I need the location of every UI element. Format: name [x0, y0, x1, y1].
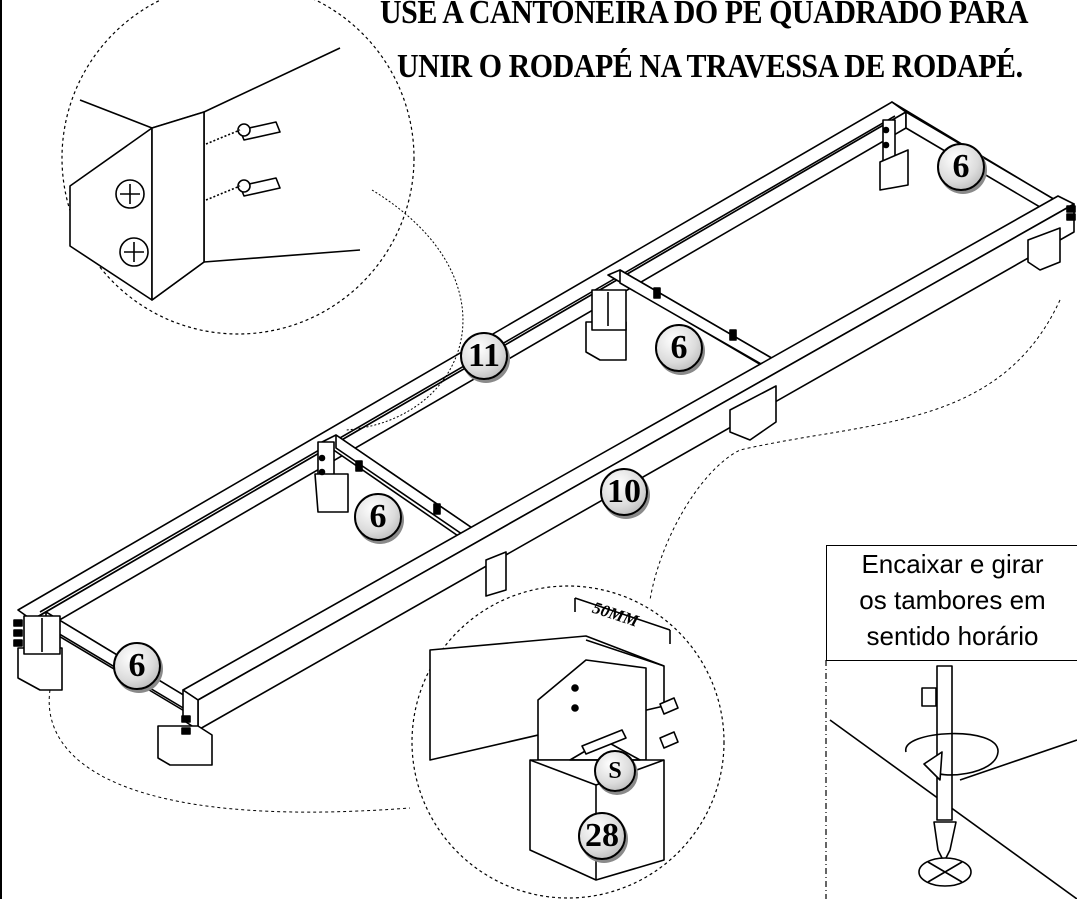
corner-brackets [23, 289, 627, 655]
instruction-line-2: UNIR O RODAPÉ NA TRAVESSA DE RODAPÉ. [397, 48, 1023, 85]
detail-circle-bottom [411, 585, 725, 899]
part-callout-6-cross-rail-left: 6 [113, 642, 161, 690]
auger-panel [825, 660, 1077, 899]
screws-detail [237, 121, 281, 197]
part-callout-28-foot: 28 [578, 812, 626, 860]
instruction-line-1: USE A CANTONEIRA DO PÉ QUADRADO PARA [380, 0, 1029, 31]
part-callout-10-front-rail: 10 [600, 468, 648, 516]
auger-instruction-note: Encaixar e girar os tambores em sentido … [826, 545, 1077, 661]
note-line-3: sentido horário [866, 621, 1039, 651]
note-line-2: os tambores em [859, 585, 1046, 615]
feet [17, 149, 1061, 766]
part-callout-6-cross-rail-right: 6 [655, 324, 703, 372]
screw-type-callout-s: S [594, 750, 636, 792]
bolts [13, 126, 1076, 735]
part-callout-6-right-end: 6 [937, 143, 985, 191]
front-rail-10 [182, 195, 1075, 731]
part-callout-6-cross-rail-middle: 6 [354, 493, 402, 541]
detail-circle-top [61, 0, 415, 335]
screws-bottom-detail [581, 697, 679, 755]
note-line-1: Encaixar e girar [861, 549, 1044, 579]
part-callout-11-back-rail: 11 [460, 332, 508, 380]
